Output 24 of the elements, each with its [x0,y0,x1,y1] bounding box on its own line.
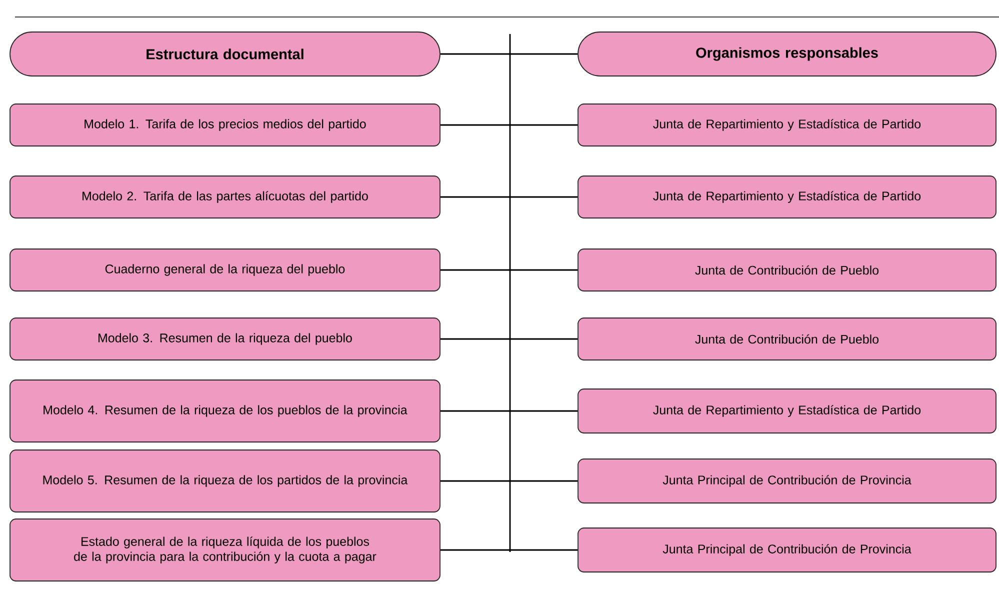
organism-box: Junta de Contribución de Pueblo [578,248,996,292]
connector-line [440,338,578,340]
organism-box: Junta de Contribución de Pueblo [578,318,996,360]
document-box: Modelo 1. Tarifa de los precios medios del partido [10,104,440,146]
connector-line [440,53,578,55]
organism-box: Junta de Repartimiento y Estadística de Partido [578,104,996,146]
document-box: Modelo 3. Resumen de la riqueza del pueblo [10,318,440,360]
header-box: Estructura documental [10,32,440,76]
document-box: Modelo 2. Tarifa de las partes alícuotas del partido [10,176,440,218]
connector-line [440,196,578,198]
organism-box: Junta Principal de Contribución de Provincia [578,528,996,572]
connector-line [440,410,578,412]
document-box: Modelo 5. Resumen de la riqueza de los partidos de la provincia [10,450,440,512]
document-box: Estado general de la riqueza líquida de los pueblos de la provincia para la contribución y la cuota a pagar [10,518,440,582]
document-box: Cuaderno general de la riqueza del pueblo [10,248,440,292]
organism-box: Junta de Repartimiento y Estadística de Partido [578,176,996,218]
connector-line [440,480,578,482]
connector-line [440,269,578,271]
connector-line [440,549,578,551]
header-box: Organismos responsables [578,32,996,76]
organism-box: Junta Principal de Contribución de Provincia [578,458,996,504]
organism-box: Junta de Repartimiento y Estadística de Partido [578,388,996,434]
document-box: Modelo 4. Resumen de la riqueza de los pueblos de la provincia [10,380,440,442]
connector-line [440,124,578,126]
